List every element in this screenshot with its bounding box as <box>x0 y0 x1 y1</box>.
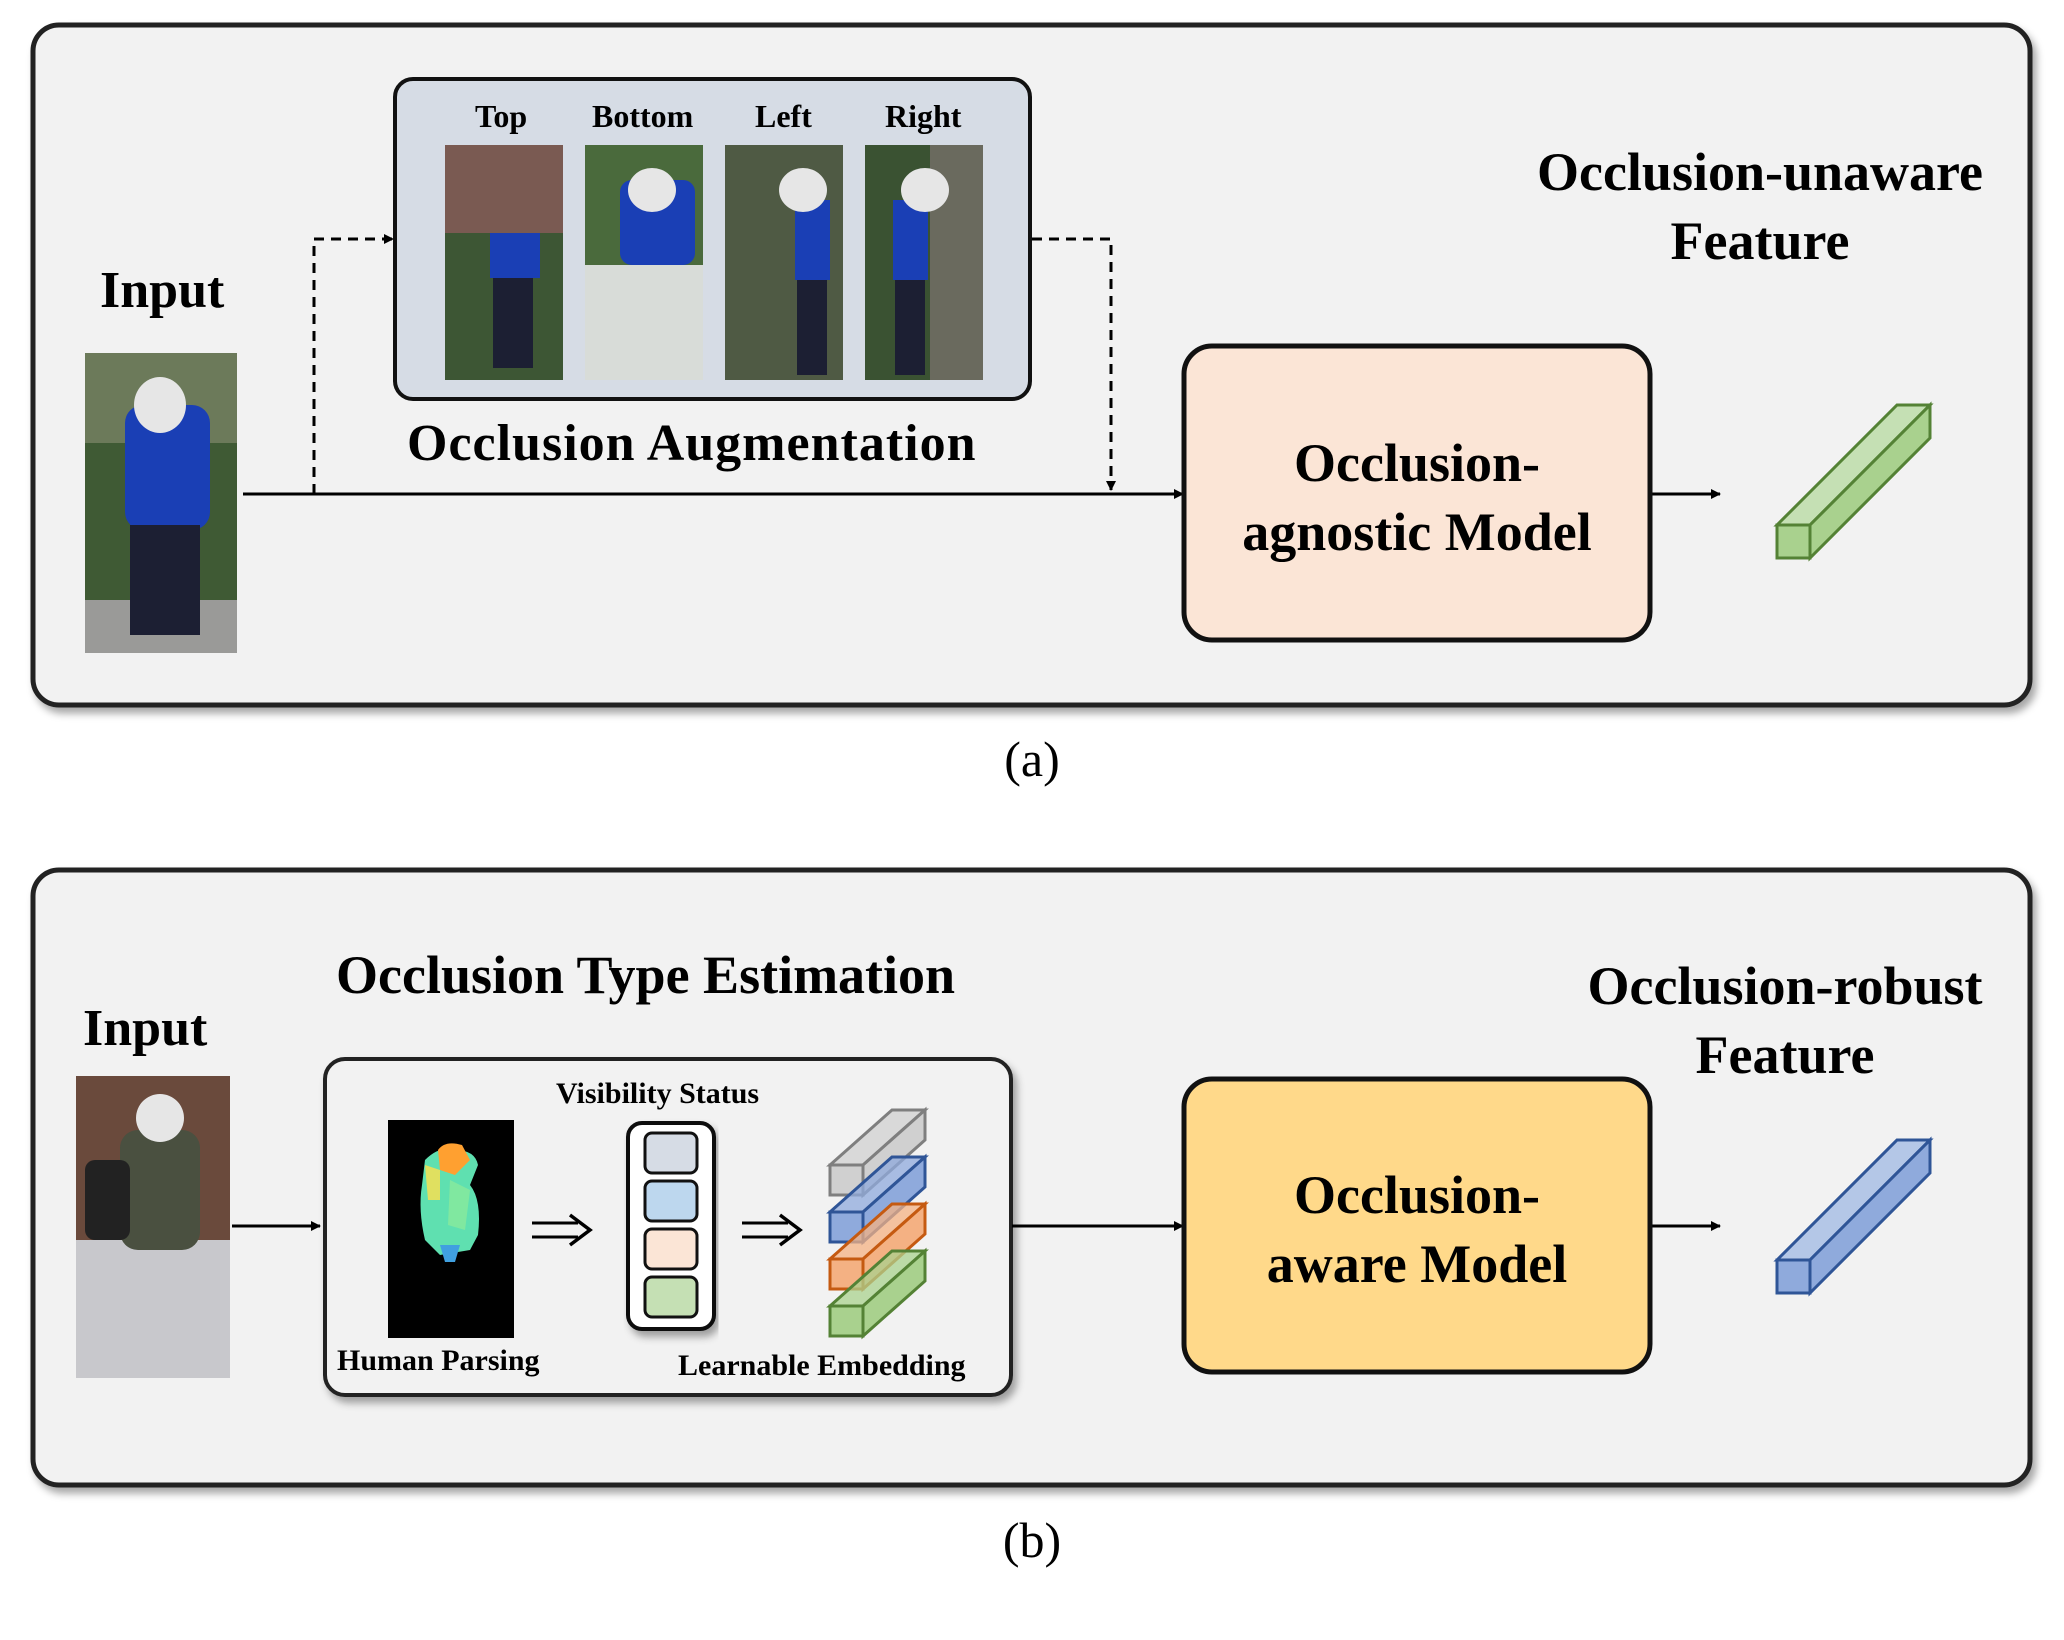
panel-b-input-label: Input <box>83 1000 208 1057</box>
parsing-to-visibility-arrow <box>532 1213 593 1247</box>
embedding-bar <box>826 1247 929 1340</box>
human-parsing-label: Human Parsing <box>337 1344 540 1377</box>
augmented-image-top <box>445 145 563 380</box>
visibility-status-cell <box>643 1227 699 1271</box>
estimation-title: Occlusion Type Estimation <box>336 945 956 1005</box>
panel-a-arrows <box>243 234 1721 499</box>
panel-a-caption: (a) <box>1004 731 1060 787</box>
learnable-embedding-stack <box>826 1106 929 1340</box>
panel-a-model-label-line1: Occlusion- <box>1293 433 1540 493</box>
augmented-image-left <box>725 145 843 380</box>
panel-b-model-label-line2: aware Model <box>1266 1234 1568 1294</box>
visibility-status-cells <box>643 1131 699 1319</box>
panel-b-caption: (b) <box>1002 1512 1062 1568</box>
panel-a-input-image <box>85 353 237 653</box>
panel-b-feature-label-line1: Occlusion-robust <box>1587 956 1983 1016</box>
panel-a-feature-label-line2: Feature <box>1670 211 1850 271</box>
augmentation-title: Occlusion Augmentation <box>407 415 977 472</box>
augmentation-variant-left: Left <box>755 98 812 134</box>
occlusion-aware-model-box <box>1181 1076 1653 1375</box>
human-parsing-image <box>388 1120 514 1338</box>
learnable-embedding-label: Learnable Embedding <box>678 1349 966 1382</box>
augmentation-variant-top: Top <box>475 98 528 134</box>
visibility-status-cell <box>643 1275 699 1319</box>
occlusion-unaware-feature-bar <box>1773 401 1934 562</box>
occlusion-robust-feature-bar <box>1773 1136 1934 1297</box>
panel-b-feature-label-line2: Feature <box>1695 1025 1875 1085</box>
visibility-status-label: Visibility Status <box>556 1077 760 1110</box>
panel-a-input-label: Input <box>100 262 225 319</box>
visibility-status-cell <box>643 1179 699 1223</box>
panel-b-input-image <box>76 1076 230 1378</box>
panel-a-feature-label-line1: Occlusion-unaware <box>1536 142 1984 202</box>
occlusion-agnostic-model-box <box>1181 343 1653 643</box>
augmented-image-right <box>865 145 983 380</box>
visibility-to-embedding-arrow <box>742 1213 803 1247</box>
augmentation-variant-bottom: Bottom <box>592 98 694 134</box>
panel-a-model-label-line2: agnostic Model <box>1242 502 1592 562</box>
augmented-image-bottom <box>585 145 703 380</box>
panel-b-model-label-line1: Occlusion- <box>1293 1165 1540 1225</box>
visibility-status-cell <box>643 1131 699 1175</box>
augmentation-variant-right: Right <box>885 98 962 134</box>
